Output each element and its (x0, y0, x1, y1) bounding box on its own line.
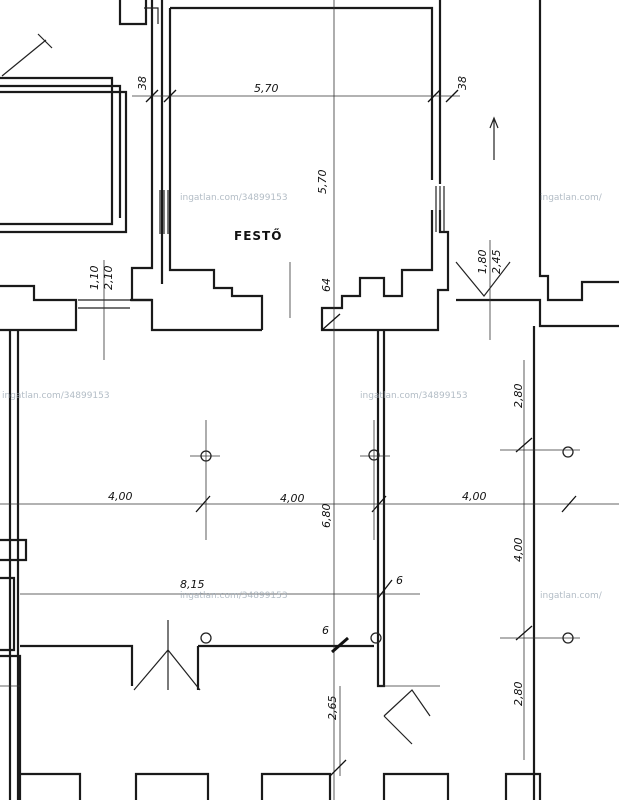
dim-right-upper: 2,80 (512, 384, 525, 409)
dim-top-width: 5,70 (254, 82, 279, 95)
dim-wall-left: 38 (136, 76, 149, 90)
watermark: ingatlan.com/ (540, 591, 603, 601)
column-marker (368, 449, 380, 461)
dim-span-small: 6,80 (320, 504, 333, 529)
dim-door-right-a: 1,80 (476, 250, 489, 275)
dim-beam-a: 6 (396, 574, 403, 587)
watermark: ingatlan.com/ (540, 193, 603, 203)
dim-span-b: 4,00 (280, 492, 305, 505)
dim-door-left-b: 2,10 (102, 266, 115, 291)
dim-span-a: 4,00 (108, 490, 133, 503)
dim-span-c: 4,00 (462, 490, 487, 503)
column-marker (200, 632, 212, 644)
dim-beam-b: 6 (322, 624, 329, 637)
dim-right-lower: 2,80 (512, 682, 525, 707)
dim-room-height: 5,70 (316, 170, 329, 195)
dim-pier: 64 (320, 278, 333, 292)
dim-bottom-mid: 2,65 (326, 696, 339, 721)
watermarks: ingatlan.com/34899153 ingatlan.com/ inga… (2, 193, 603, 601)
column-marker (562, 632, 574, 644)
room-label: FESTŐ (234, 228, 282, 243)
watermark: ingatlan.com/34899153 (360, 391, 468, 401)
watermark: ingatlan.com/34899153 (180, 193, 288, 203)
column-marker (370, 632, 382, 644)
dim-door-right-b: 2,45 (490, 250, 503, 275)
dim-right-mid: 4,00 (512, 538, 525, 563)
dim-long-span: 8,15 (180, 578, 205, 591)
watermark: ingatlan.com/34899153 (2, 391, 110, 401)
watermark: ingatlan.com/34899153 (180, 591, 288, 601)
dim-door-left-a: 1,10 (88, 266, 101, 291)
dimension-labels: 5,70 38 38 5,70 1,10 2,10 1,80 2,45 64 4… (88, 76, 525, 720)
columns (200, 446, 574, 644)
column-marker (200, 450, 212, 462)
dim-wall-right: 38 (456, 76, 469, 90)
openings (1, 33, 511, 745)
column-marker (562, 446, 574, 458)
